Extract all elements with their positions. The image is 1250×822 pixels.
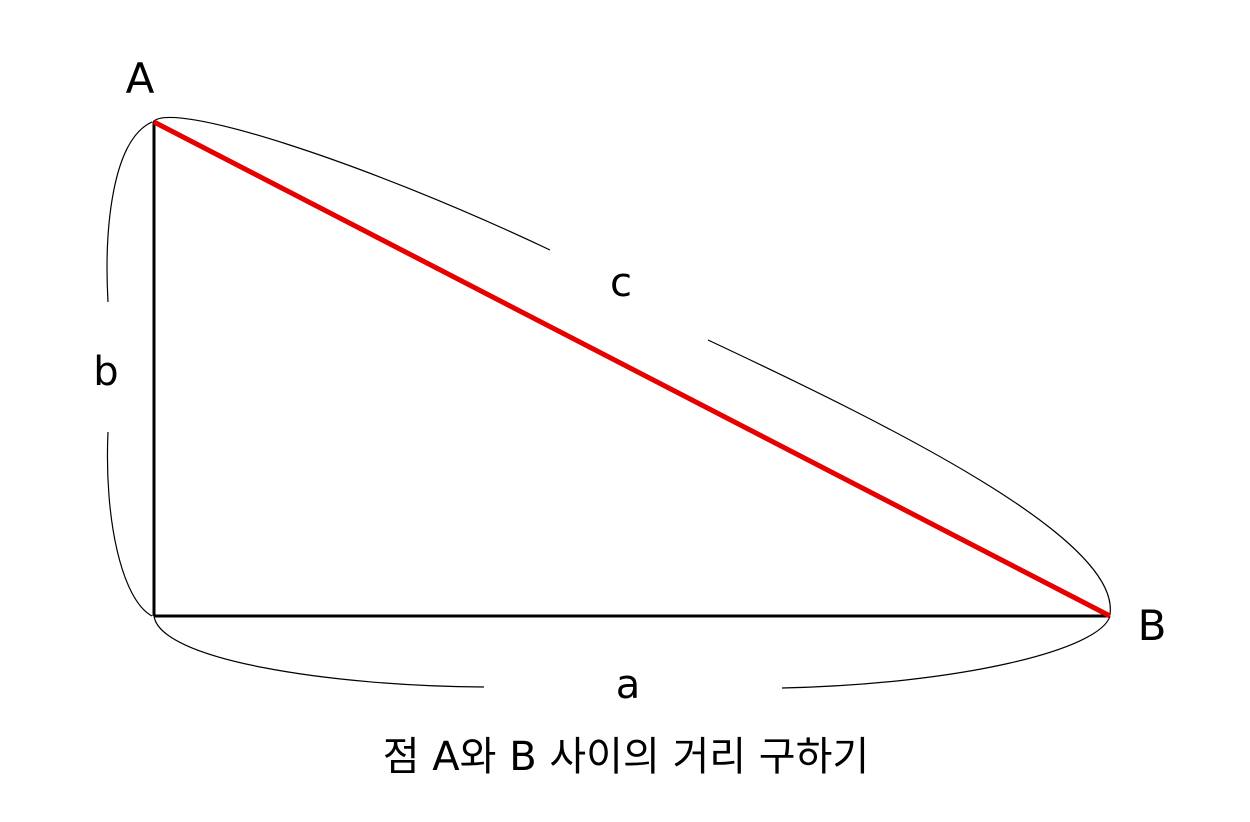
- brace-b-lower: [106, 431, 153, 617]
- side-b-label: b: [93, 349, 118, 395]
- point-a-label: A: [126, 54, 155, 103]
- point-b-label: B: [1138, 601, 1167, 650]
- brace-c-right: [707, 339, 1111, 615]
- side-a-label: a: [616, 662, 641, 708]
- brace-a: [153, 615, 485, 688]
- brace-c: [152, 116, 551, 251]
- caption: 점 A와 B 사이의 거리 구하기: [383, 734, 869, 780]
- brace-a-right: [781, 615, 1111, 689]
- brace-b: [106, 121, 153, 303]
- side-c-label: c: [610, 260, 632, 306]
- hypotenuse-c: [152, 119, 1112, 619]
